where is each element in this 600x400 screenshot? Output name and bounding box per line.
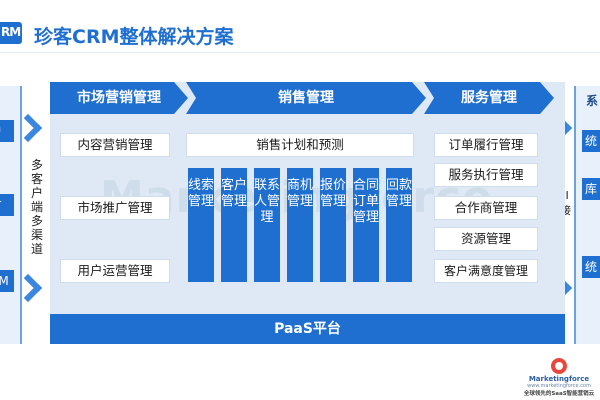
customer-management-box: 客户管理 (221, 168, 247, 282)
service-execution-box: 服务执行管理 (434, 163, 538, 187)
left-channel-panel: 户 方 RM (0, 86, 22, 344)
right-panel-item: 统 (582, 256, 600, 278)
header-divider (0, 52, 600, 53)
vertical-label: 商机管理 (287, 178, 314, 209)
vertical-label: 联系人管理 (254, 178, 281, 225)
multi-channel-label: 多客户端多渠道 (30, 158, 43, 256)
logo-text: RM (1, 25, 21, 39)
vertical-label: 回款管理 (386, 178, 413, 209)
partner-management-box: 合作商管理 (434, 196, 538, 220)
right-panel-heading: 系 (586, 94, 599, 108)
footer-brand: Marketingforce www.marketingforce.com 全球… (518, 358, 600, 397)
vertical-label: 合同订单管理 (353, 178, 380, 225)
brand-name: Marketingforce (528, 375, 590, 383)
brand-url: www.marketingforce.com (527, 383, 591, 389)
marketing-header: 市场营销管理 (50, 82, 188, 114)
vertical-label: 线索管理 (188, 178, 215, 209)
right-panel-item: 库 (582, 178, 600, 200)
order-fulfillment-box: 订单履行管理 (434, 133, 538, 157)
vertical-label: 客户管理 (221, 178, 248, 209)
user-operation-box: 用户运营管理 (60, 259, 170, 283)
quote-management-box: 报价管理 (320, 168, 346, 282)
customer-satisfaction-box: 客户满意度管理 (434, 259, 538, 283)
left-panel-item: 方 (0, 194, 14, 216)
left-panel-item: 户 (0, 120, 14, 142)
paas-platform-bar: PaaS平台 (50, 314, 565, 344)
right-system-panel: 系 统 库 统 (574, 86, 600, 344)
contact-management-box: 联系人管理 (254, 168, 280, 282)
market-promotion-box: 市场推广管理 (60, 196, 170, 220)
left-panel-item: RM (0, 270, 14, 292)
contract-order-management-box: 合同订单管理 (353, 168, 379, 282)
sales-header: 销售管理 (186, 82, 426, 114)
content-marketing-box: 内容营销管理 (60, 133, 170, 157)
brand-logo-fragment: RM (0, 22, 22, 44)
payment-management-box: 回款管理 (386, 168, 412, 282)
vertical-label: 报价管理 (320, 178, 347, 209)
right-panel-item: 统 (582, 130, 600, 152)
brand-slogan: 全球领先的SaaS智能营销云 (523, 391, 595, 397)
opportunity-management-box: 商机管理 (287, 168, 313, 282)
lead-management-box: 线索管理 (188, 168, 214, 282)
resource-management-box: 资源管理 (434, 227, 538, 251)
sales-plan-box: 销售计划和预测 (186, 133, 414, 157)
page-title: 珍客CRM整体解决方案 (34, 26, 234, 48)
service-header: 服务管理 (424, 82, 554, 114)
brand-logo-icon (551, 358, 567, 374)
